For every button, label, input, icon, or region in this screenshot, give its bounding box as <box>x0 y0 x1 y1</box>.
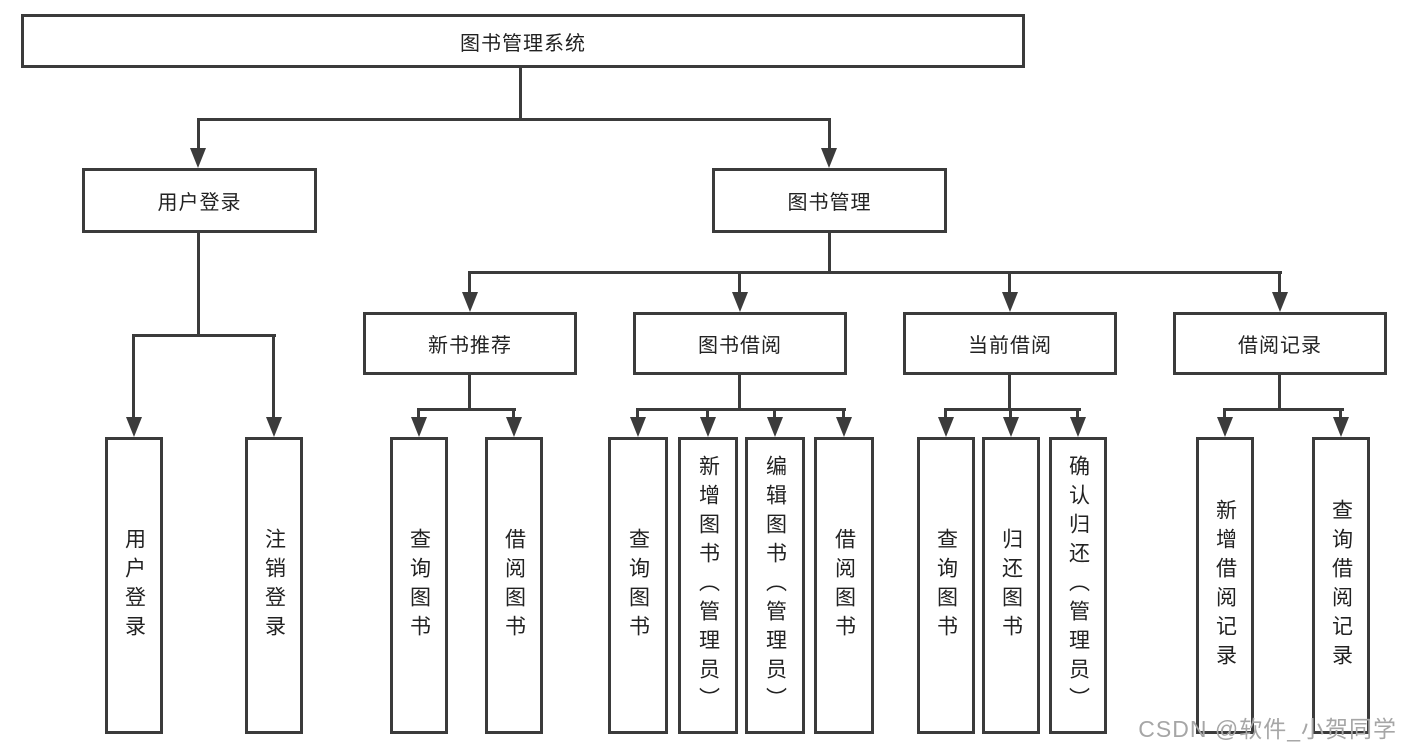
connector-line <box>738 273 741 294</box>
node-current-confirm-return-admin: 确认归还（管理员） <box>1049 437 1107 734</box>
node-book-borrowing: 图书借阅 <box>633 312 847 375</box>
arrow-down-icon <box>1070 417 1086 437</box>
arrow-down-icon <box>767 417 783 437</box>
arrow-down-icon <box>1333 417 1349 437</box>
connector-line <box>468 375 471 411</box>
watermark: CSDN @软件_小贺同学 <box>1138 716 1397 742</box>
connector-line <box>272 336 275 418</box>
connector-line <box>828 120 831 150</box>
arrow-down-icon <box>411 417 427 437</box>
arrow-down-icon <box>1002 292 1018 312</box>
arrow-down-icon <box>1217 417 1233 437</box>
arrow-down-icon <box>1003 417 1019 437</box>
node-borrow-edit-books-admin: 编辑图书（管理员） <box>745 437 805 734</box>
connector-line <box>1008 273 1011 294</box>
connector-line <box>738 375 741 411</box>
node-rec-query-books: 查询图书 <box>390 437 448 734</box>
connector-line <box>828 233 831 274</box>
connector-line <box>197 118 831 121</box>
node-rec-borrow-books: 借阅图书 <box>485 437 543 734</box>
connector-line <box>636 410 639 418</box>
connector-line <box>1339 410 1342 418</box>
connector-line <box>519 68 522 120</box>
node-borrow-borrow-books: 借阅图书 <box>814 437 874 734</box>
arrow-down-icon <box>462 292 478 312</box>
node-records-add-record: 新增借阅记录 <box>1196 437 1254 734</box>
node-current-borrowing: 当前借阅 <box>903 312 1117 375</box>
node-borrow-query-books: 查询图书 <box>608 437 668 734</box>
node-current-query-books: 查询图书 <box>917 437 975 734</box>
arrow-down-icon <box>836 417 852 437</box>
arrow-down-icon <box>266 417 282 437</box>
connector-line <box>842 410 845 418</box>
arrow-down-icon <box>126 417 142 437</box>
arrow-down-icon <box>938 417 954 437</box>
connector-line <box>132 334 276 337</box>
node-new-book-recommend: 新书推荐 <box>363 312 577 375</box>
connector-line <box>132 336 135 418</box>
node-user-login: 用户登录 <box>82 168 317 233</box>
node-book-management: 图书管理 <box>712 168 947 233</box>
connector-line <box>1278 375 1281 411</box>
connector-line <box>468 273 471 294</box>
connector-line <box>636 408 846 411</box>
arrow-down-icon <box>190 148 206 168</box>
connector-line <box>197 233 200 337</box>
connector-line <box>197 120 200 150</box>
connector-line <box>417 410 420 418</box>
connector-line <box>512 410 515 418</box>
connector-line <box>944 408 1081 411</box>
node-library-system: 图书管理系统 <box>21 14 1025 68</box>
connector-line <box>417 408 516 411</box>
arrow-down-icon <box>630 417 646 437</box>
connector-line <box>944 410 947 418</box>
arrow-down-icon <box>1272 292 1288 312</box>
connector-line <box>1009 410 1012 418</box>
arrow-down-icon <box>700 417 716 437</box>
connector-line <box>773 410 776 418</box>
node-borrowing-records: 借阅记录 <box>1173 312 1387 375</box>
connector-line <box>1223 410 1226 418</box>
connector-line <box>706 410 709 418</box>
connector-line <box>1076 410 1079 418</box>
node-current-return-books: 归还图书 <box>982 437 1040 734</box>
connector-line <box>468 271 1282 274</box>
arrow-down-icon <box>821 148 837 168</box>
arrow-down-icon <box>732 292 748 312</box>
connector-line <box>1223 408 1344 411</box>
connector-line <box>1008 375 1011 411</box>
node-records-query-record: 查询借阅记录 <box>1312 437 1370 734</box>
node-user-login-leaf: 用户登录 <box>105 437 163 734</box>
node-logout-leaf: 注销登录 <box>245 437 303 734</box>
arrow-down-icon <box>506 417 522 437</box>
connector-line <box>1278 273 1281 294</box>
node-borrow-add-books-admin: 新增图书（管理员） <box>678 437 738 734</box>
